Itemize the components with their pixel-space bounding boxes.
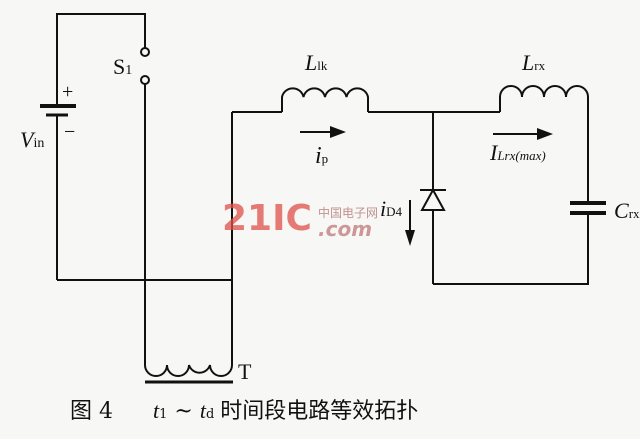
label-transformer-t: T (238, 359, 252, 384)
label-crx: Crx (614, 198, 640, 223)
label-llk: Llk (304, 50, 328, 75)
label-id4: iD4 (380, 196, 403, 221)
wire-bottom-right (433, 213, 589, 285)
label-minus: − (64, 121, 75, 143)
watermark-21ic: 21IC (222, 198, 312, 239)
label-lrx: Lrx (521, 50, 546, 75)
arrow-id4-head (405, 230, 415, 246)
switch-contact-bottom (140, 75, 150, 85)
diode-symbol (420, 187, 446, 211)
inductor-lrx (499, 85, 589, 112)
switch-contact-top (140, 47, 150, 57)
label-ilrx: ILrx(max) (489, 140, 546, 165)
watermark-sub: 中国电子网 (318, 205, 378, 220)
label-ip: ip (315, 143, 328, 169)
label-s1: S1 (113, 54, 132, 79)
label-vin: Vin (20, 127, 44, 152)
transformer-winding (144, 364, 233, 377)
label-plus: + (62, 81, 73, 103)
inductor-llk (281, 87, 369, 112)
wire-top-left (56, 13, 146, 106)
watermark-logo: 21IC 中国电子网 .com (222, 198, 378, 241)
watermark-dotcom: .com (318, 217, 372, 241)
arrow-ilrx-head (537, 128, 553, 140)
arrow-ip-head (330, 126, 346, 138)
